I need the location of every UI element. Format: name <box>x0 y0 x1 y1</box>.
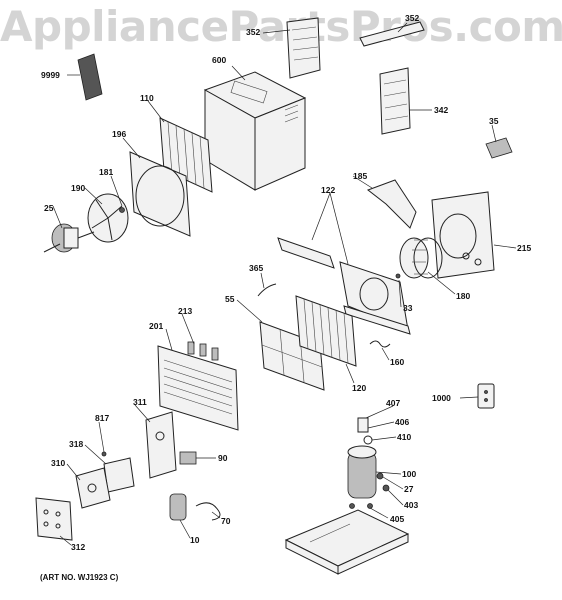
remote-1000-shape <box>477 383 495 409</box>
shroud-196-shape <box>129 151 191 237</box>
label-365: 365 <box>249 263 264 273</box>
label-9999: 9999 <box>41 70 60 80</box>
cover-185-shape <box>366 179 417 229</box>
label-600: 600 <box>212 55 227 65</box>
fan-190-shape <box>87 193 129 243</box>
label-311: 311 <box>133 397 147 407</box>
label-1000: 1000 <box>432 393 451 403</box>
bracket-352-shape <box>286 17 425 79</box>
watermark: AppliancePartsPros.com <box>0 2 562 51</box>
label-817: 817 <box>95 413 110 423</box>
evaporator-120-shape <box>295 295 357 367</box>
screw-33-shape <box>395 273 401 279</box>
label-185: 185 <box>353 171 368 181</box>
compressor-100-shape <box>347 417 390 509</box>
label-410: 410 <box>397 432 412 442</box>
thermistor-365-shape <box>257 283 277 297</box>
label-122: 122 <box>321 185 336 195</box>
label-342: 342 <box>434 105 449 115</box>
hardware-35-shape <box>485 137 513 159</box>
board-318-shape <box>103 457 135 493</box>
partition-122-shape <box>277 237 411 335</box>
label-403: 403 <box>404 500 419 510</box>
label-180: 180 <box>456 291 471 301</box>
tube-160-shape <box>369 340 391 348</box>
label-181: 181 <box>99 167 114 177</box>
motor-25-shape <box>43 223 95 253</box>
label-190: 190 <box>71 183 86 193</box>
label-407: 407 <box>386 398 401 408</box>
label-213: 213 <box>178 306 193 316</box>
label-318: 318 <box>69 439 84 449</box>
label-90: 90 <box>218 453 228 463</box>
screw-817-shape <box>101 451 107 457</box>
label-100: 100 <box>402 469 417 479</box>
label-352-right: 352 <box>405 13 420 23</box>
cabinet-600-shape <box>203 71 307 191</box>
label-10: 10 <box>190 535 200 545</box>
control-bracket-311-shape <box>145 411 177 479</box>
manual-9999-shape <box>77 53 103 101</box>
switch-90-shape <box>179 451 197 465</box>
label-110: 110 <box>140 93 154 103</box>
art-number: (ART NO. WJ1923 C) <box>40 573 119 582</box>
label-160: 160 <box>390 357 405 367</box>
label-120: 120 <box>352 383 367 393</box>
blower-wheel-180-shape <box>399 237 443 279</box>
harness-70-shape <box>195 502 221 521</box>
label-35: 35 <box>489 116 499 126</box>
label-196: 196 <box>112 129 127 139</box>
label-55: 55 <box>225 294 235 304</box>
label-201: 201 <box>149 321 164 331</box>
label-312: 312 <box>71 542 86 552</box>
overlay-312-shape <box>35 497 73 541</box>
label-352-left: 352 <box>246 27 261 37</box>
label-310: 310 <box>51 458 66 468</box>
label-25: 25 <box>44 203 54 213</box>
label-406: 406 <box>395 417 410 427</box>
leader-lines <box>52 22 517 546</box>
label-405: 405 <box>390 514 405 524</box>
label-70: 70 <box>221 516 231 526</box>
label-27: 27 <box>404 484 414 494</box>
base-pan-shape <box>284 509 410 575</box>
capacitor-10-shape <box>169 493 187 521</box>
grille-201-shape <box>157 341 239 431</box>
panel-310-shape <box>75 467 111 509</box>
curtain-342-shape <box>379 67 411 135</box>
blower-housing-215-shape <box>431 191 495 279</box>
label-215: 215 <box>517 243 532 253</box>
label-33: 33 <box>403 303 413 313</box>
